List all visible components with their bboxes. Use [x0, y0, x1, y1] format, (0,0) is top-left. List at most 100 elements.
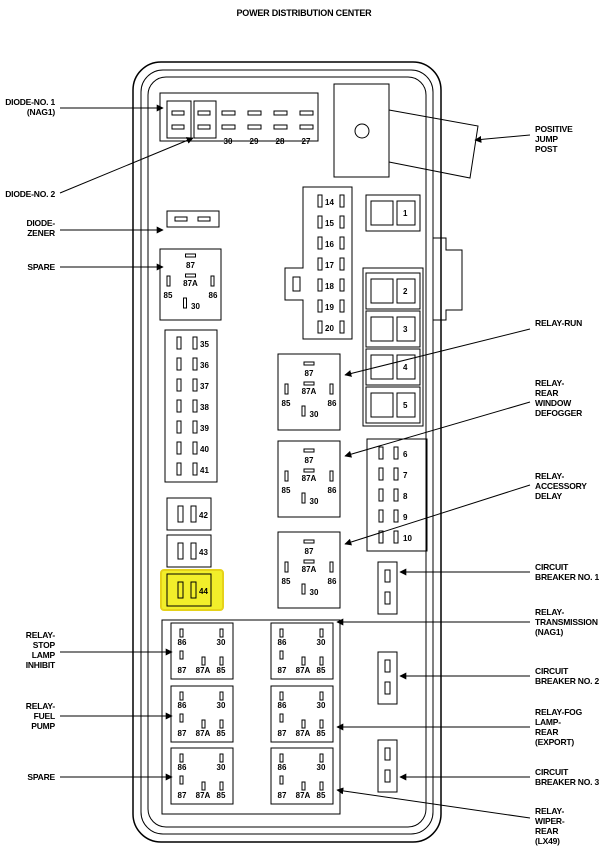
fuse-8[interactable]: 8 — [378, 488, 408, 502]
relay-pin-87a: 87A — [196, 666, 211, 675]
fuse-housing — [365, 194, 421, 232]
positive-jump-post[interactable] — [333, 83, 390, 178]
relay-pin-85: 85 — [317, 791, 326, 800]
relay-pin-30: 30 — [310, 497, 319, 506]
fuse-14[interactable]: 14 — [317, 194, 345, 208]
diode-no1-cell[interactable] — [166, 100, 192, 139]
fuse-7[interactable]: 7 — [378, 467, 408, 481]
relay-pin-87a: 87A — [296, 729, 311, 738]
fuse-35[interactable]: 35 — [176, 336, 209, 350]
relay-pin-85: 85 — [282, 486, 291, 495]
relay-terminal — [279, 628, 284, 638]
fuse-label: 20 — [325, 324, 334, 333]
fuse-label: 35 — [200, 340, 209, 349]
fuse-terminal — [317, 257, 323, 271]
fuse-37[interactable]: 37 — [176, 378, 209, 392]
fuse-terminal — [221, 124, 236, 130]
fuse-3[interactable]: 3 — [365, 310, 421, 348]
fuse-housing — [365, 386, 421, 424]
fuse-terminal — [393, 530, 399, 544]
fuse-9[interactable]: 9 — [378, 509, 408, 523]
fuse-terminal — [273, 124, 288, 130]
breaker-housing — [377, 651, 398, 705]
breaker-terminal — [384, 769, 391, 783]
fuse-terminal — [192, 378, 198, 392]
housing-tab — [433, 237, 463, 321]
relay-housing — [277, 531, 341, 609]
fuse-39[interactable]: 39 — [176, 420, 209, 434]
breaker-terminal — [384, 681, 391, 695]
fuse-label: 18 — [325, 282, 334, 291]
fuse-label: 28 — [276, 137, 285, 146]
fuse-terminal — [396, 392, 416, 418]
fuse-terminal — [177, 505, 184, 523]
fuse-2[interactable]: 2 — [365, 272, 421, 310]
fuse-18[interactable]: 18 — [317, 278, 345, 292]
fuse-28[interactable]: 28 — [273, 110, 288, 146]
relay-pin-30: 30 — [217, 638, 226, 647]
zener-terminal — [174, 216, 188, 222]
relay-pin-87a: 87A — [296, 666, 311, 675]
diode-terminals — [171, 110, 211, 130]
fuse-terminal — [396, 354, 416, 380]
fuse-terminal — [339, 236, 345, 250]
relay-housing — [270, 685, 334, 743]
relay-pin-30: 30 — [317, 763, 326, 772]
fuse-5[interactable]: 5 — [365, 386, 421, 424]
fuse-41[interactable]: 41 — [176, 462, 209, 476]
fuse-16[interactable]: 16 — [317, 236, 345, 250]
relay-terminal — [179, 650, 184, 660]
fuse-label: 36 — [200, 361, 209, 370]
fuse-label: 44 — [199, 587, 208, 596]
label-diode-no2: DIODE-NO. 2 — [5, 189, 55, 199]
highlight-fuse-44 — [160, 569, 224, 611]
circuit-breaker-2[interactable] — [377, 651, 398, 705]
relay-terminal — [166, 275, 171, 287]
fuse-terminal — [370, 392, 394, 418]
relay-pin-87: 87 — [178, 729, 187, 738]
fuse-15[interactable]: 15 — [317, 215, 345, 229]
fuse-17[interactable]: 17 — [317, 257, 345, 271]
relay-pin-86: 86 — [178, 638, 187, 647]
fuse-44[interactable]: 44 — [166, 573, 212, 607]
diode-zener[interactable] — [166, 210, 220, 228]
fuse-29[interactable]: 29 — [247, 110, 262, 146]
circuit-breaker-3[interactable] — [377, 739, 398, 793]
fuse-30[interactable]: 30 — [221, 110, 236, 146]
fuse-4[interactable]: 4 — [365, 348, 421, 386]
relay-pin-87a: 87A — [302, 474, 317, 483]
fuse-10[interactable]: 10 — [378, 530, 412, 544]
relay-pin-85: 85 — [217, 666, 226, 675]
fuse-terminal — [393, 446, 399, 460]
fuse-housing — [365, 348, 421, 386]
relay-pin-86: 86 — [278, 763, 287, 772]
relay-terminal — [179, 628, 184, 638]
fuse-38[interactable]: 38 — [176, 399, 209, 413]
fuse-36[interactable]: 36 — [176, 357, 209, 371]
small-fuse-block — [366, 438, 428, 552]
jump-post-cover — [388, 109, 479, 179]
relay-terminal — [329, 383, 334, 395]
fuse-27[interactable]: 27 — [299, 110, 314, 146]
relay-terminal — [319, 691, 324, 701]
fuse-43[interactable]: 43 — [166, 534, 212, 568]
fuse-42[interactable]: 42 — [166, 497, 212, 531]
fuse-19[interactable]: 19 — [317, 299, 345, 313]
circuit-breaker-1[interactable] — [377, 561, 398, 615]
fuse-terminal — [192, 399, 198, 413]
fuse-1[interactable]: 1 — [365, 194, 421, 232]
fuse-6[interactable]: 6 — [378, 446, 408, 460]
fuse-20[interactable]: 20 — [317, 320, 345, 334]
fuse-40[interactable]: 40 — [176, 441, 209, 455]
diode-no2-cell[interactable] — [193, 100, 217, 139]
